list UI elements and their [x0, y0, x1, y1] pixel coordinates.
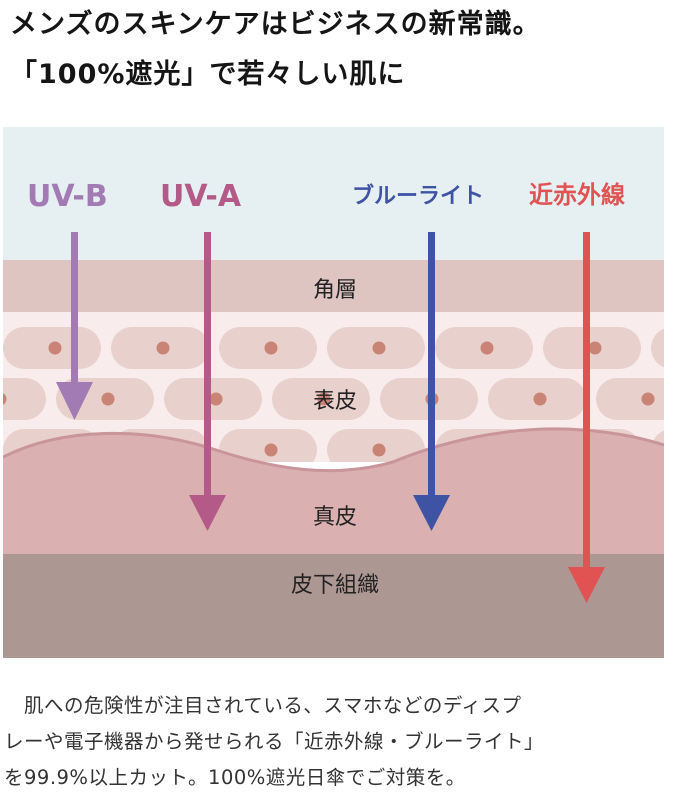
dermis-layer [3, 428, 664, 554]
ray-labels: UV-B UV-A ブルーライト 近赤外線 [27, 179, 625, 214]
ray-arrows [56, 232, 605, 603]
layer-label-subcutis: 皮下組織 [291, 573, 379, 598]
epidermis-cell [3, 378, 46, 420]
arrow-uvb-head [56, 382, 93, 420]
ray-label-near-infrared: 近赤外線 [529, 181, 625, 209]
sky-background [3, 127, 664, 260]
arrow-bluelight-head [413, 495, 450, 531]
arrow-uva-head [189, 495, 226, 531]
arrow-bluelight-shaft [428, 232, 435, 495]
caption-line-3: を99.9%以上カット。100%遮光日傘でご対策を。 [4, 766, 466, 789]
dermis-boundary-line [3, 427, 664, 473]
stratum-corneum-layer [3, 260, 664, 312]
cell-nucleus [156, 341, 170, 355]
layer-label-dermis: 真皮 [313, 505, 357, 530]
skin-penetration-diagram: 角層 表皮 真皮 皮下組織 UV-B UV-A ブルーライト 近赤外線 [3, 127, 664, 658]
cell-nucleus [533, 392, 547, 406]
layer-label-epidermis: 表皮 [313, 389, 357, 414]
cell-nucleus [641, 392, 655, 406]
cell-nucleus [372, 443, 386, 457]
arrow-uva [189, 232, 226, 531]
cell-nucleus [480, 341, 494, 355]
epidermis-cells [3, 327, 664, 462]
ray-label-uva: UV-A [160, 179, 242, 214]
cell-nucleus [3, 393, 7, 405]
layer-label-stratum-corneum: 角層 [313, 278, 357, 303]
layer-labels: 角層 表皮 真皮 皮下組織 [291, 278, 379, 598]
headline-line-1: メンズのスキンケアはビジネスの新常識。 [10, 9, 541, 40]
caption: 肌への危険性が注目されている、スマホなどのディスプ レーや電子機器から発せられる… [4, 688, 676, 796]
caption-line-1: 肌への危険性が注目されている、スマホなどのディスプ [4, 694, 522, 717]
epidermis-cell [651, 328, 664, 368]
arrow-near-infrared-shaft [583, 232, 590, 569]
cell-nucleus [264, 443, 278, 457]
epidermis-cell [596, 378, 664, 420]
arrow-near-infrared [568, 232, 605, 603]
cell-nucleus [317, 392, 331, 406]
subcutis-layer [3, 554, 664, 658]
arrow-uvb-shaft [71, 232, 78, 382]
ray-label-bluelight: ブルーライト [352, 183, 484, 209]
cell-nucleus [372, 341, 386, 355]
arrow-uvb [56, 232, 93, 420]
arrow-near-infrared-head [568, 567, 605, 603]
arrow-bluelight [413, 232, 450, 531]
cell-nucleus [264, 341, 278, 355]
cell-nucleus [588, 341, 602, 355]
cell-nucleus [209, 392, 223, 406]
headline-line-2: 「100%遮光」で若々しい肌に [10, 59, 406, 90]
ray-label-uvb: UV-B [27, 179, 108, 214]
cell-nucleus [101, 392, 115, 406]
caption-line-2: レーや電子機器から発せられる「近赤外線・ブルーライト」 [4, 730, 545, 753]
arrow-uva-shaft [204, 232, 211, 495]
cell-nucleus [48, 341, 62, 355]
